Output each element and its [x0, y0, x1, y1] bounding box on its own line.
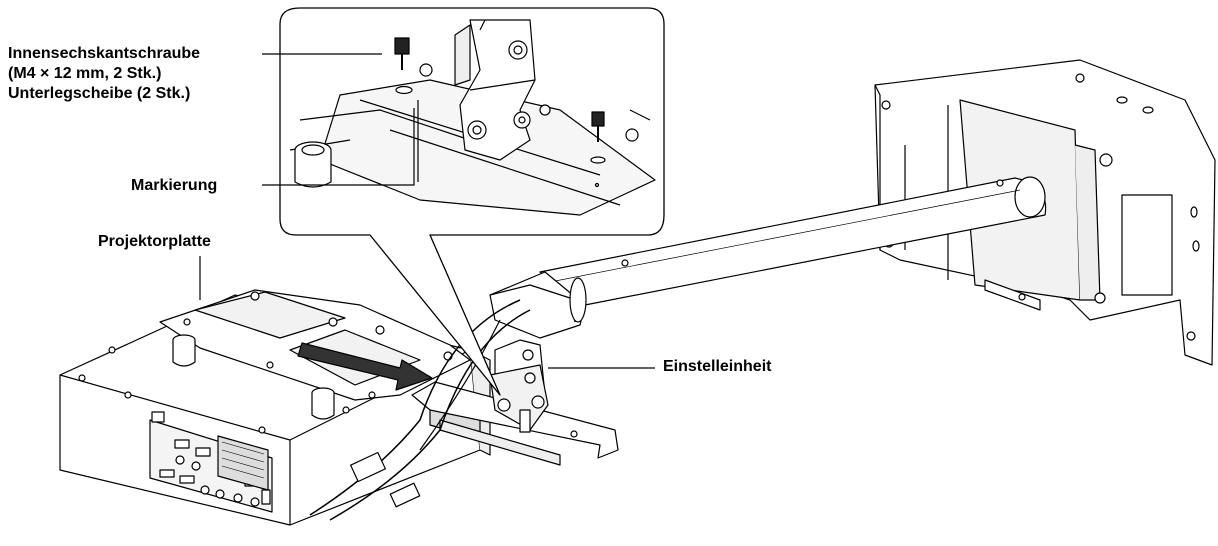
marking-label: Markierung	[131, 177, 218, 194]
adjustment-unit	[489, 339, 549, 433]
screw-callout-label: Innensechskantschraube (M4 × 12 mm, 2 St…	[8, 44, 200, 104]
screw-label-line2: (M4 × 12 mm, 2 Stk.)	[8, 65, 162, 82]
screw-label-line1: Innensechskantschraube	[8, 45, 201, 62]
leader-lines	[199, 53, 655, 369]
callout-bubble	[279, 7, 665, 396]
projector-plate-label: Projektorplatte	[98, 233, 211, 250]
cables	[309, 299, 531, 521]
adjustment-unit-label: Einstelleinheit	[663, 358, 772, 375]
mounting-arm	[489, 176, 1047, 339]
washer-label-line: Unterlegscheibe (2 Stk.)	[8, 85, 191, 102]
